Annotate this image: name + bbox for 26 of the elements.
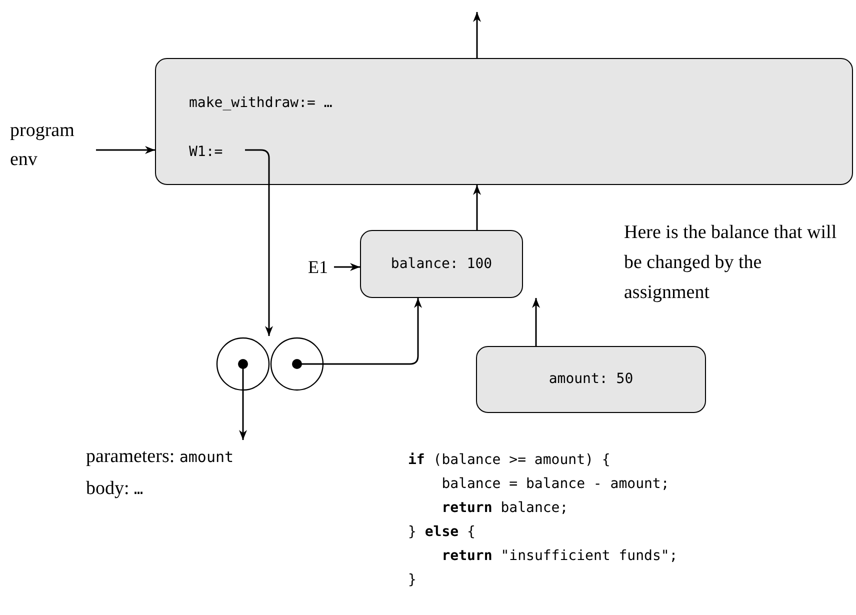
frame-box — [360, 230, 523, 298]
arrow — [96, 146, 155, 154]
binding-text: make_withdraw:= … — [189, 94, 332, 113]
note-text: Here is the balance that will be changed by the assignment — [624, 221, 838, 305]
arrow — [473, 185, 481, 230]
procedure-text: body: … — [86, 477, 144, 501]
frame-box — [155, 58, 853, 185]
procedure-circle — [216, 337, 270, 391]
arrow — [532, 298, 540, 346]
frame-box — [476, 346, 706, 413]
code-line: if (balance >= amount) { — [408, 451, 610, 470]
arrow — [334, 263, 360, 271]
arrow — [473, 12, 481, 58]
procedure-circle — [270, 337, 324, 391]
env-label: E1 — [308, 255, 332, 279]
code-line: return "insufficient funds"; — [440, 547, 678, 566]
binding-text: W1:= — [189, 143, 223, 162]
code-line: } else { — [408, 523, 476, 542]
code-line: balance = balance - amount; — [440, 475, 670, 494]
code-line: } — [408, 571, 416, 590]
procedure-text: parameters: amount — [86, 445, 235, 469]
binding-text: amount: 50 — [548, 370, 634, 389]
code-line: return balance; — [440, 499, 568, 518]
binding-text: balance: 100 — [390, 254, 492, 274]
env-label: program env — [10, 116, 96, 174]
arrow — [245, 149, 273, 336]
